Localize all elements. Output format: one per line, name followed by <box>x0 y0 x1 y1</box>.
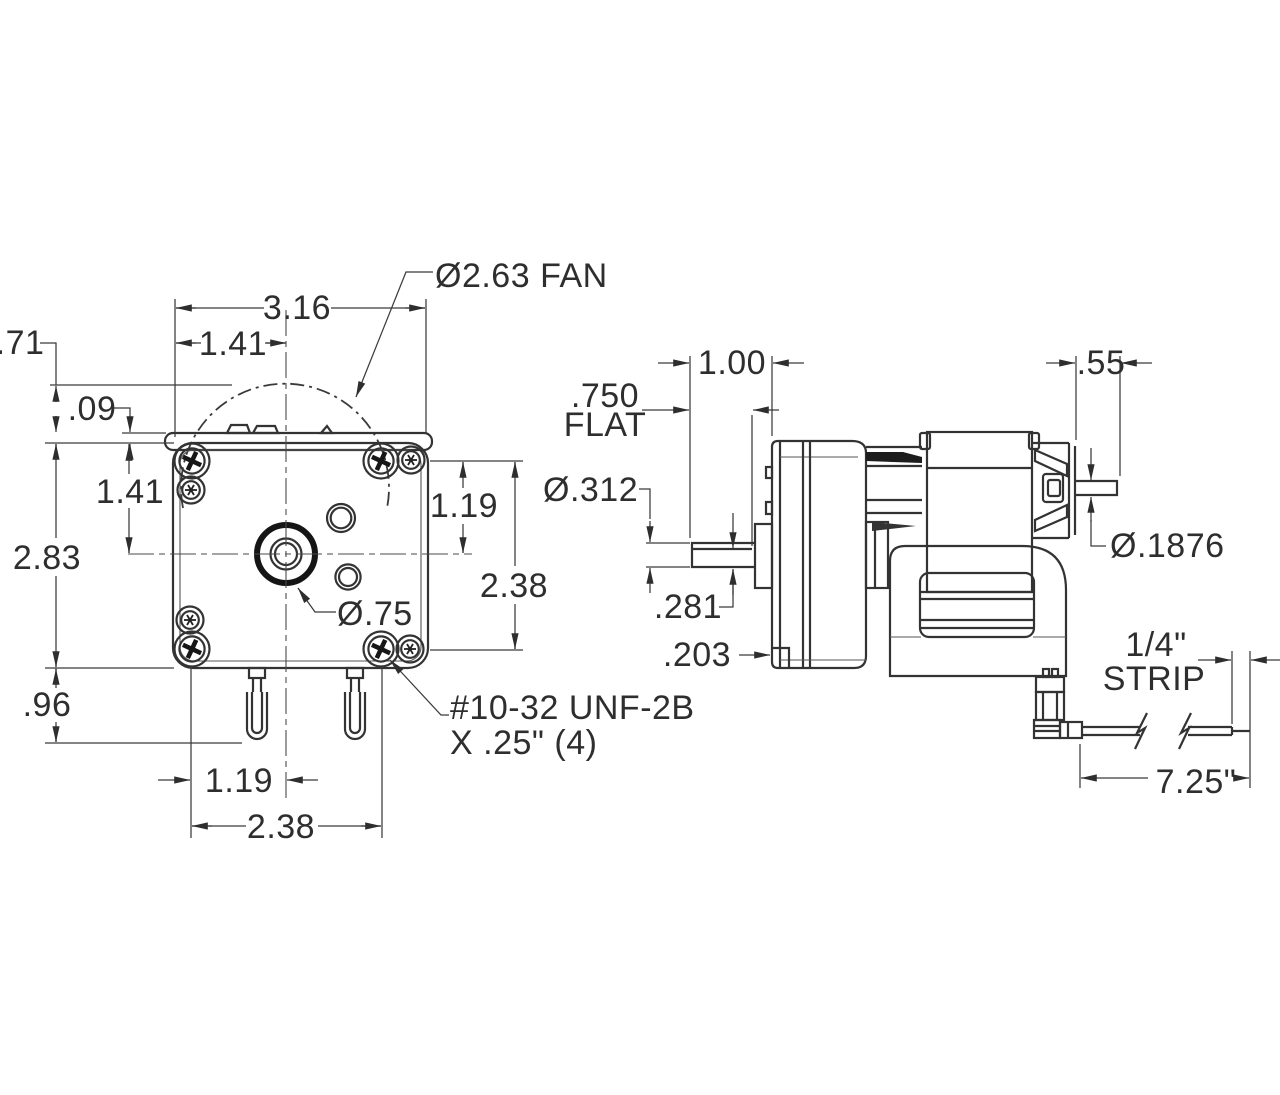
cover-hole-lower <box>334 563 362 591</box>
fan-circle-dashed <box>180 382 390 509</box>
front-view-dimensions <box>40 271 523 838</box>
small-screw-bottom-left <box>175 605 205 635</box>
lip-bump-1 <box>225 423 252 435</box>
gearbox-case-outline <box>171 441 430 670</box>
dim-hole-spacing-v: 2.38 <box>480 567 548 605</box>
motor-shaft <box>1076 479 1119 497</box>
terminal-right <box>343 666 367 741</box>
stator-ear-right <box>1027 431 1041 451</box>
wire-break-2 <box>1178 712 1192 750</box>
lead-wire-assembly <box>1032 667 1250 750</box>
dimension-labels: 3.16 1.41 Ø2.63 FAN .71 .09 1.41 2.83 .9… <box>0 257 1236 846</box>
coil-bobbin <box>918 571 1036 639</box>
dim-hole-spacing-h: 2.38 <box>247 808 315 846</box>
motor-pedestal <box>888 544 1068 678</box>
side-view <box>690 430 1250 750</box>
dim-mount-thread-1: #10-32 UNF-2B <box>450 689 695 727</box>
pinion-housing <box>864 445 922 590</box>
side-view-dimensions <box>639 356 1280 788</box>
small-screw-bottom-right <box>395 634 425 664</box>
dim-shaft-flat-height: .281 <box>654 588 722 626</box>
dim-lead-strip-2: STRIP <box>1103 660 1206 698</box>
screw-leader <box>389 659 449 716</box>
output-shaft <box>690 541 755 569</box>
front-view <box>128 310 472 798</box>
gearcase-side <box>764 439 868 670</box>
dim-hole-to-center-h: 1.19 <box>205 762 273 800</box>
dim-output-shaft-diameter: Ø.312 <box>543 471 638 509</box>
dim-fan-top-offset: .71 <box>0 324 44 362</box>
stator-stack <box>925 430 1034 594</box>
dim-terminal-length: .96 <box>23 686 72 724</box>
dim-hole-to-center-v: 1.19 <box>430 487 498 525</box>
dim-mount-thread-2: X .25" (4) <box>450 724 597 762</box>
dim-cover-gap: .09 <box>68 390 117 428</box>
small-screw-top-right <box>396 445 426 475</box>
stator-ear-left <box>918 431 932 451</box>
dim-shaft-flat-2: FLAT <box>564 406 647 444</box>
gearbox-case-inner <box>179 449 422 662</box>
corner-screw-bottom-right <box>362 630 400 668</box>
dim-motor-shaft-length: .55 <box>1077 344 1126 382</box>
fan-leader <box>355 271 433 398</box>
motor-end-bracket <box>1032 441 1077 540</box>
dim-body-height: 2.83 <box>13 539 81 577</box>
dim-lead-strip-1: 1/4" <box>1125 626 1186 664</box>
dim-fan-diameter: Ø2.63 FAN <box>435 257 608 295</box>
cover-hole-upper <box>325 502 357 534</box>
lip-bump-2 <box>251 424 280 435</box>
dim-center-from-top: 1.41 <box>96 473 164 511</box>
output-boss <box>753 522 774 590</box>
dim-hub-diameter: Ø.75 <box>337 595 413 633</box>
small-screw-top-left <box>176 475 206 505</box>
dim-center-from-left: 1.41 <box>199 325 267 363</box>
terminal-left <box>245 666 269 741</box>
hub-leader <box>297 587 336 613</box>
dim-lead-length: 7.25" <box>1156 763 1237 801</box>
dim-front-plate-offset: .203 <box>663 636 731 674</box>
dim-output-shaft-length: 1.00 <box>698 344 766 382</box>
corner-screw-top-left <box>173 442 211 480</box>
dim-motor-shaft-diameter: Ø.1876 <box>1110 527 1225 565</box>
dim-overall-width: 3.16 <box>263 289 331 327</box>
corner-screw-bottom-left <box>173 630 211 668</box>
corner-screw-top-right <box>362 442 400 480</box>
wire-break-1 <box>1134 712 1148 750</box>
lip-bump-3 <box>318 424 335 435</box>
dim-shaft-flat-1: .750 <box>571 377 639 415</box>
